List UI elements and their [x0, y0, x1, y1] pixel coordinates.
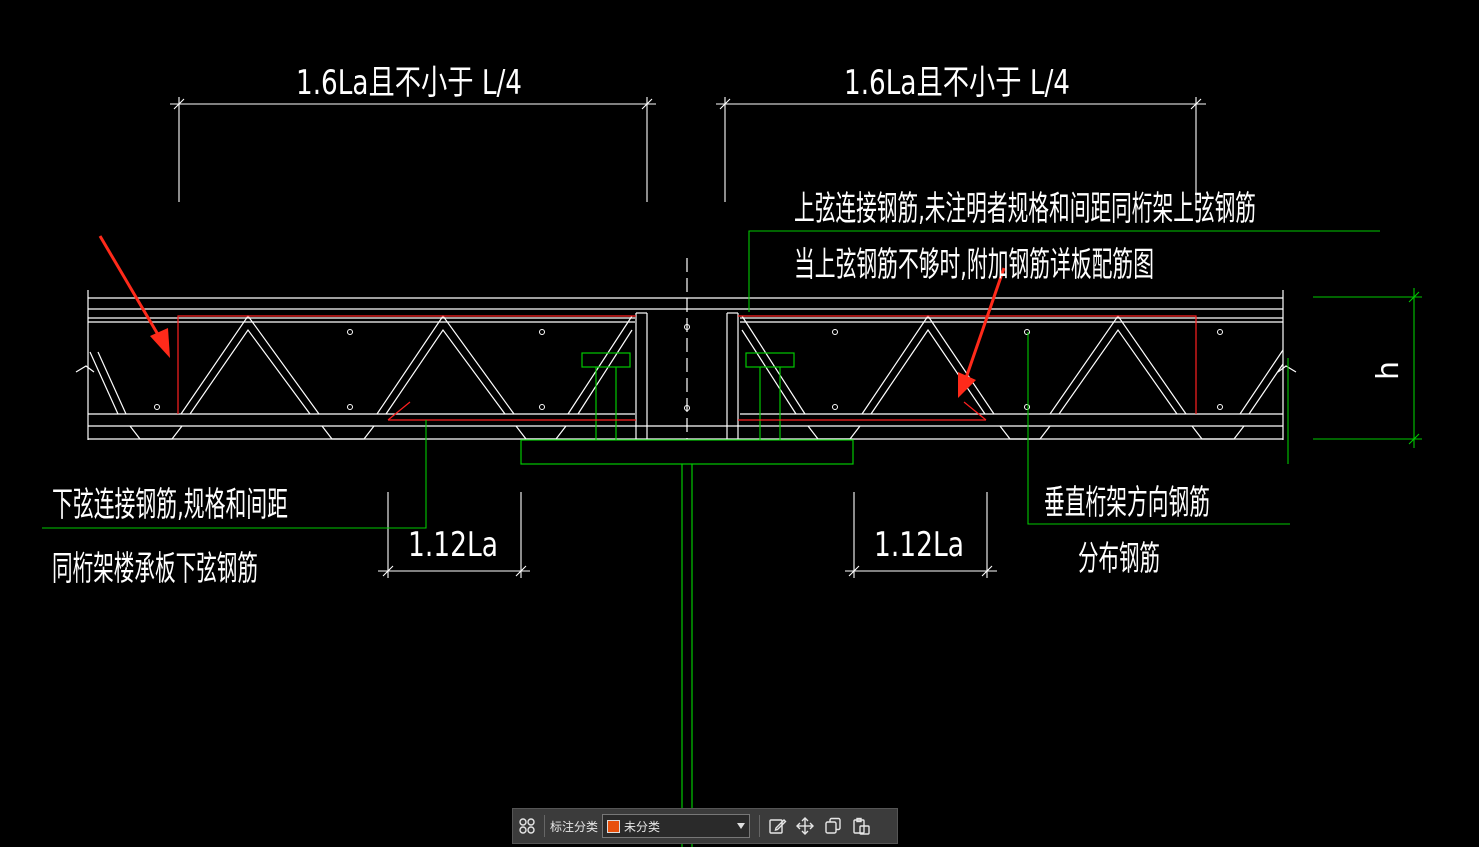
copy-icon[interactable]: [819, 812, 847, 840]
deck-troughs: [129, 425, 1245, 440]
annotation-category-label: 标注分类: [550, 819, 599, 834]
center-beam: [635, 258, 739, 440]
note-top-line1: 上弦连接钢筋,未注明者规格和间距同桁架上弦钢筋: [794, 189, 1256, 229]
rebar-dots: [154, 324, 1223, 411]
category-color-swatch: [607, 819, 621, 833]
dim-bottom-left-label: 1.12La: [408, 525, 498, 565]
toolbar-separator: [759, 815, 761, 837]
grid-icon[interactable]: [513, 812, 541, 840]
chevron-down-icon: [737, 823, 746, 829]
dim-height-label: h: [1371, 361, 1406, 380]
note-left-line2: 同桁架楼承板下弦钢筋: [52, 549, 258, 589]
edit-icon[interactable]: [763, 812, 791, 840]
note-left-line1: 下弦连接钢筋,规格和间距: [52, 485, 288, 525]
dimension-lines: [170, 97, 1206, 578]
note-right-line1: 垂直桁架方向钢筋: [1044, 483, 1210, 523]
annotation-category-select[interactable]: 未分类: [602, 814, 751, 838]
height-dimension: [1287, 288, 1422, 464]
paste-icon[interactable]: [847, 812, 875, 840]
dim-bottom-right-label: 1.12La: [874, 525, 964, 565]
annotation-toolbar: 标注分类 未分类: [512, 808, 898, 844]
leader-lines: [42, 230, 1380, 529]
slab-outline: [75, 290, 1297, 440]
connection-rebar: [177, 315, 1197, 421]
move-icon[interactable]: [791, 812, 819, 840]
note-right-line2: 分布钢筋: [1078, 539, 1160, 579]
dim-top-left-label: 1.6La且不小于 L/4: [296, 63, 522, 103]
annotation-category-value: 未分类: [624, 819, 661, 834]
dim-top-right-label: 1.6La且不小于 L/4: [844, 63, 1070, 103]
toolbar-separator: [544, 815, 545, 837]
annotation-arrow-left: [98, 235, 170, 358]
note-top-line2: 当上弦钢筋不够时,附加钢筋详板配筋图: [794, 245, 1154, 285]
annotation-arrow-right: [958, 267, 1006, 398]
steel-beam: [520, 352, 854, 847]
